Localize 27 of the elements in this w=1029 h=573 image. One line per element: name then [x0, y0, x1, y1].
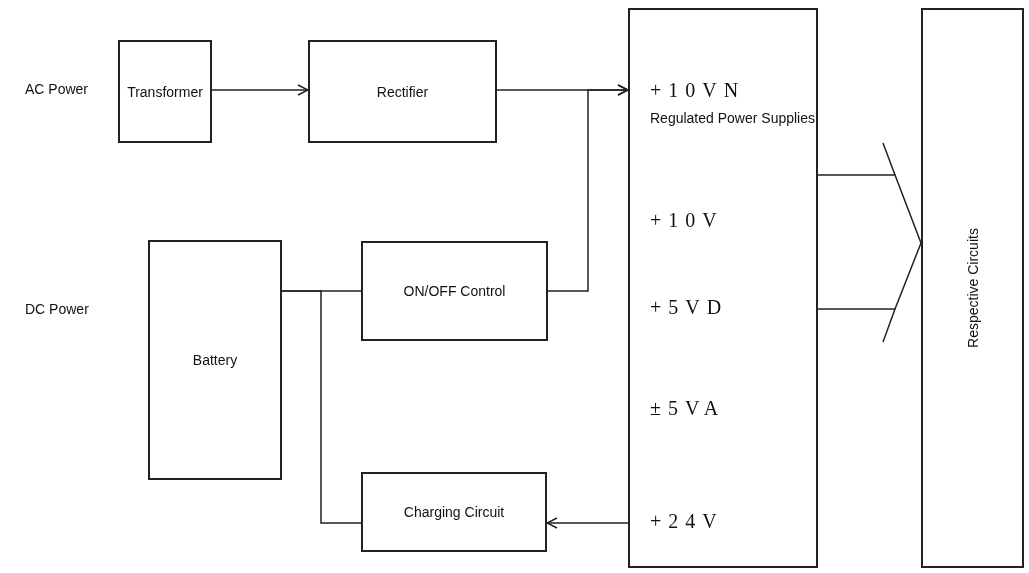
- voltage-label: +5VD: [650, 299, 729, 316]
- block-label: Charging Circuit: [402, 503, 506, 521]
- arrow: [546, 517, 629, 529]
- block-label: Battery: [191, 351, 239, 369]
- block-box: [921, 8, 1024, 568]
- voltage-label: +10VN: [650, 82, 746, 99]
- block-label: Regulated Power Supplies: [650, 110, 815, 127]
- block-label: Respective Circuits: [964, 228, 981, 348]
- block-box: [308, 40, 497, 143]
- block-box: [361, 241, 548, 341]
- power-supply-box: [628, 8, 818, 568]
- input-label: DC Power: [25, 301, 89, 317]
- block-box: [361, 472, 547, 552]
- input-label: AC Power: [25, 81, 89, 97]
- voltage-label: +10V: [650, 212, 724, 229]
- block-label: ON/OFF Control: [402, 282, 507, 300]
- connector-line: [817, 242, 922, 310]
- block-label: Rectifier: [375, 83, 430, 100]
- block-box: [148, 240, 282, 480]
- arrow: [211, 84, 309, 96]
- block-box: [118, 40, 212, 143]
- arrow: [547, 84, 629, 292]
- connector-line: [817, 174, 922, 244]
- block-label: Transformer: [126, 83, 204, 100]
- voltage-label: ±5VA: [650, 400, 726, 417]
- voltage-label: +24V: [650, 513, 724, 530]
- connector-line: [281, 290, 362, 524]
